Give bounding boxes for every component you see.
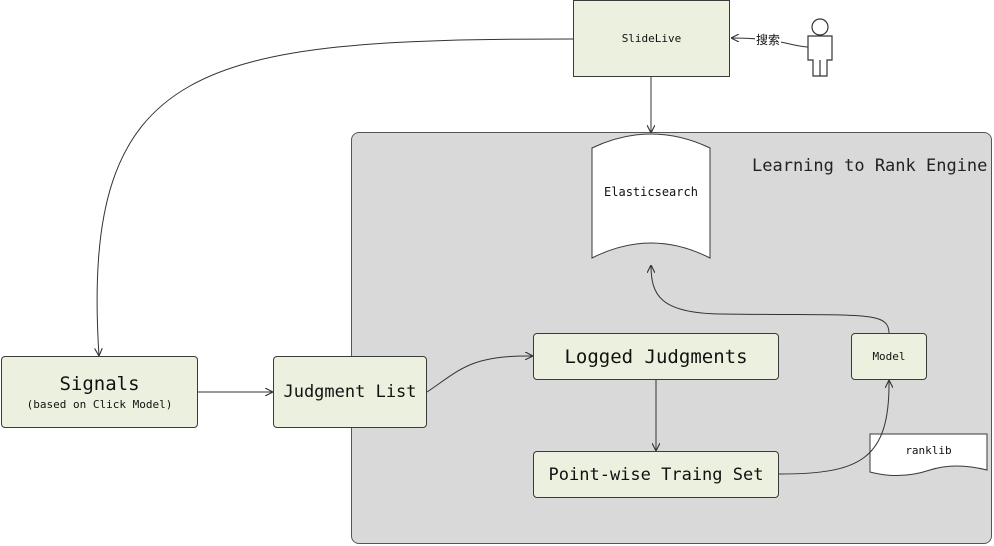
judgment-list-label: Judgment List [283,382,417,402]
person-icon [807,18,833,77]
model-node: Model [851,333,927,380]
signals-title: Signals [59,373,140,395]
engine-title: Learning to Rank Engine [752,156,988,176]
logged-judgments-node: Logged Judgments [533,333,779,380]
judgment-list-node: Judgment List [273,356,427,428]
logged-judgments-label: Logged Judgments [564,345,748,368]
pointwise-training-set-node: Point-wise Traing Set [533,451,779,498]
signals-node: Signals (based on Click Model) [1,356,198,428]
signals-subtitle: (based on Click Model) [26,398,173,411]
model-label: Model [872,350,906,363]
ranklib-label: ranklib [905,444,952,457]
pointwise-training-set-label: Point-wise Traing Set [548,464,764,485]
slidelive-label: SlideLive [621,32,682,45]
slidelive-node: SlideLive [573,0,730,77]
elasticsearch-label: Elasticsearch [604,185,698,199]
search-edge-label: 搜索 [755,31,782,48]
